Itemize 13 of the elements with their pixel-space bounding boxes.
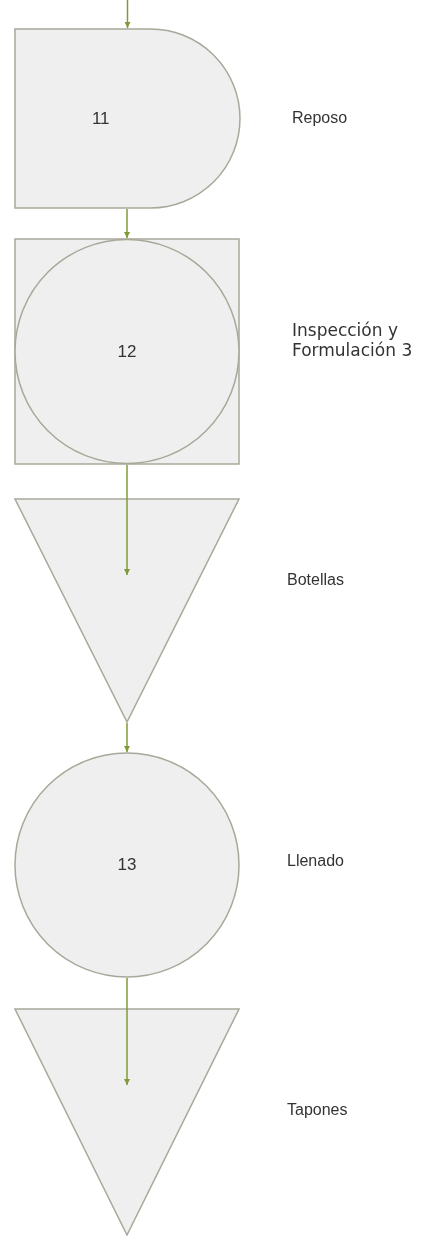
step-caption: Tapones (287, 1100, 349, 1120)
step-caption: Botellas (287, 570, 345, 590)
step-caption: Reposo (292, 108, 349, 128)
step-caption: Inspección y Formulación 3 (292, 320, 414, 361)
step-number: 13 (116, 856, 138, 873)
arrow (124, 208, 130, 239)
arrow (124, 977, 130, 1086)
arrow (124, 0, 131, 29)
step-caption: Llenado (287, 851, 345, 871)
arrow (124, 722, 130, 753)
step-number: 11 (90, 109, 111, 127)
step-number: 12 (116, 342, 138, 360)
arrow (124, 464, 130, 576)
